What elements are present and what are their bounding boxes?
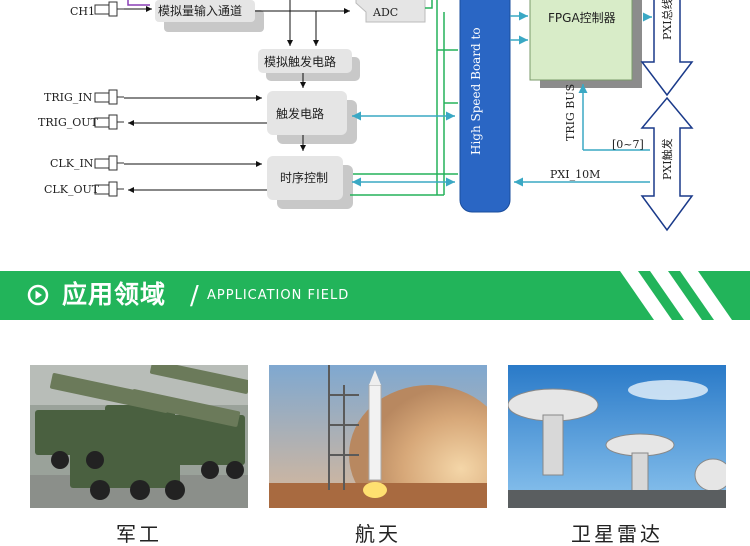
application-label-military: 军工 [116, 522, 162, 546]
ch1-label: CH1 [70, 5, 95, 18]
section-title: 应用领域 [62, 280, 167, 309]
pxi-10m-label: PXI_10M [550, 168, 600, 181]
analog-input-label: 模拟量输入通道 [158, 3, 242, 18]
clk-out-label: CLK_OUT [44, 183, 100, 196]
clk-in-label: CLK_IN [50, 157, 94, 170]
aerospace-photo [269, 365, 487, 508]
pxi-bus-arrow: PXI总线 [640, 0, 694, 97]
analog-trigger-block: 模拟触发电路 [258, 49, 360, 81]
trigger-circuit-block: 触发电路 [267, 91, 357, 144]
satellite-radar-photo [508, 365, 726, 508]
pxi-trigger-arrow: PXI触发 [640, 96, 694, 232]
analog-trigger-label: 模拟触发电路 [264, 54, 336, 69]
pxi-bus-label: PXI总线 [660, 0, 674, 40]
fpga-label: FPGA控制器 [548, 11, 616, 25]
connector-icon [94, 1, 124, 17]
section-banner: 应用领域 / APPLICATION FIELD [0, 271, 750, 320]
play-circle-icon [27, 284, 49, 306]
application-label-satellite-radar: 卫星雷达 [571, 522, 663, 546]
block-diagram: CH1 模拟量输入通道 ADC 模拟触发电路 触发电路 时序控制 [38, 0, 694, 232]
title-separator: / [190, 281, 199, 311]
section-subtitle: APPLICATION FIELD [207, 288, 350, 303]
connector-icon [94, 89, 124, 197]
stripe-decoration [620, 271, 732, 320]
application-label-aerospace: 航天 [355, 522, 401, 546]
fpga-block: FPGA控制器 [529, 0, 642, 88]
trigger-circuit-label: 触发电路 [276, 106, 324, 121]
trig-in-label: TRIG_IN [44, 91, 93, 104]
timing-control-block: 时序控制 [267, 156, 353, 209]
bus-range-label: [0~7] [612, 138, 644, 151]
analog-input-block: 模拟量输入通道 [155, 0, 264, 32]
military-photo [30, 365, 248, 508]
pxi-trigger-label: PXI触发 [660, 138, 674, 180]
timing-control-label: 时序控制 [280, 170, 328, 185]
trig-bus-label: TRIG BUS [564, 84, 577, 141]
high-speed-board-block: High Speed Board to [459, 0, 511, 213]
high-speed-board-label: High Speed Board to [469, 27, 483, 155]
adc-label: ADC [372, 6, 398, 19]
adc-block: ADC [355, 0, 426, 23]
trig-out-label: TRIG_OUT [38, 116, 99, 129]
